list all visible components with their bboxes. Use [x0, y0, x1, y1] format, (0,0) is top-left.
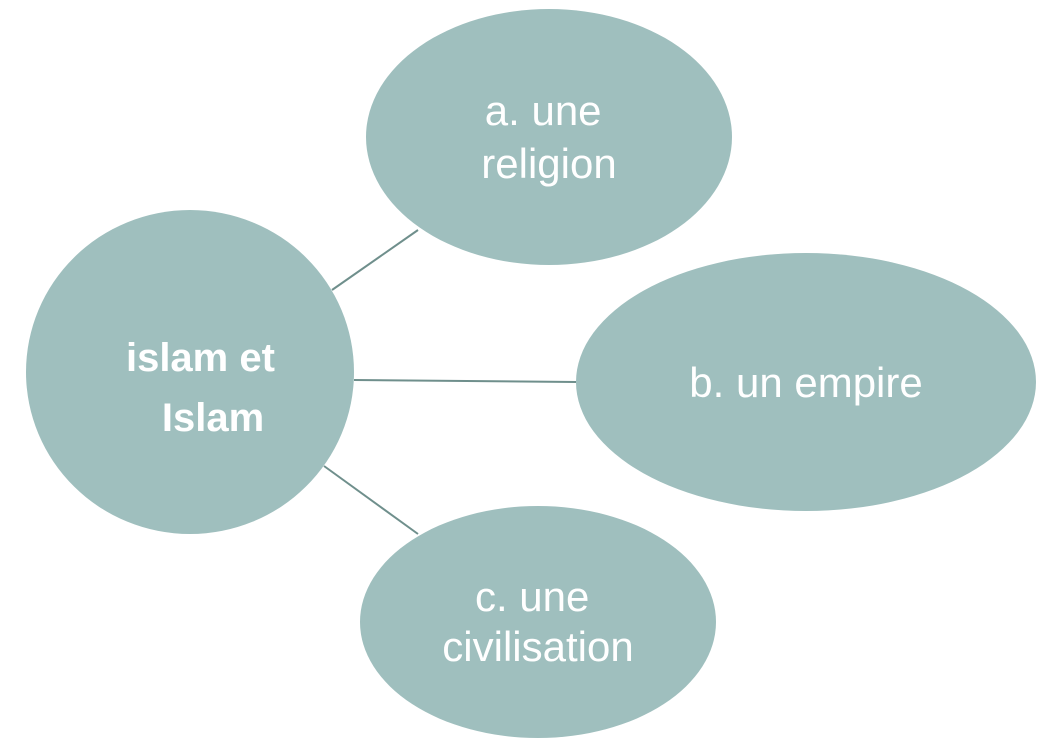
- branch-node-civilisation-shape: [360, 506, 716, 738]
- branch-node-religion: a. une religion: [366, 9, 732, 265]
- branch-civilisation-line-2: civilisation: [442, 623, 633, 670]
- center-node-line-1: islam et: [126, 336, 275, 380]
- center-node-shape: [26, 210, 354, 534]
- branch-node-empire: b. un empire: [576, 253, 1036, 511]
- branch-civilisation-line-1: c. une: [475, 573, 589, 620]
- branch-node-religion-shape: [366, 9, 732, 265]
- center-node: islam et Islam: [26, 210, 354, 534]
- branch-node-empire-label: b. un empire: [689, 359, 922, 406]
- center-node-label: islam et Islam: [126, 336, 286, 440]
- branch-node-empire-shape: [576, 253, 1036, 511]
- branch-empire-line-1: b. un empire: [689, 359, 922, 406]
- connector-to-empire: [353, 379, 577, 383]
- branch-religion-line-1: a. une: [485, 87, 602, 134]
- branch-node-religion-label: a. une religion: [481, 87, 616, 187]
- branch-node-civilisation: c. une civilisation: [360, 506, 716, 738]
- connector-to-civilisation: [323, 465, 419, 535]
- connector-to-religion: [331, 229, 419, 291]
- branch-node-civilisation-label: c. une civilisation: [442, 573, 633, 670]
- center-node-line-2: Islam: [162, 396, 264, 440]
- branch-religion-line-2: religion: [481, 140, 616, 187]
